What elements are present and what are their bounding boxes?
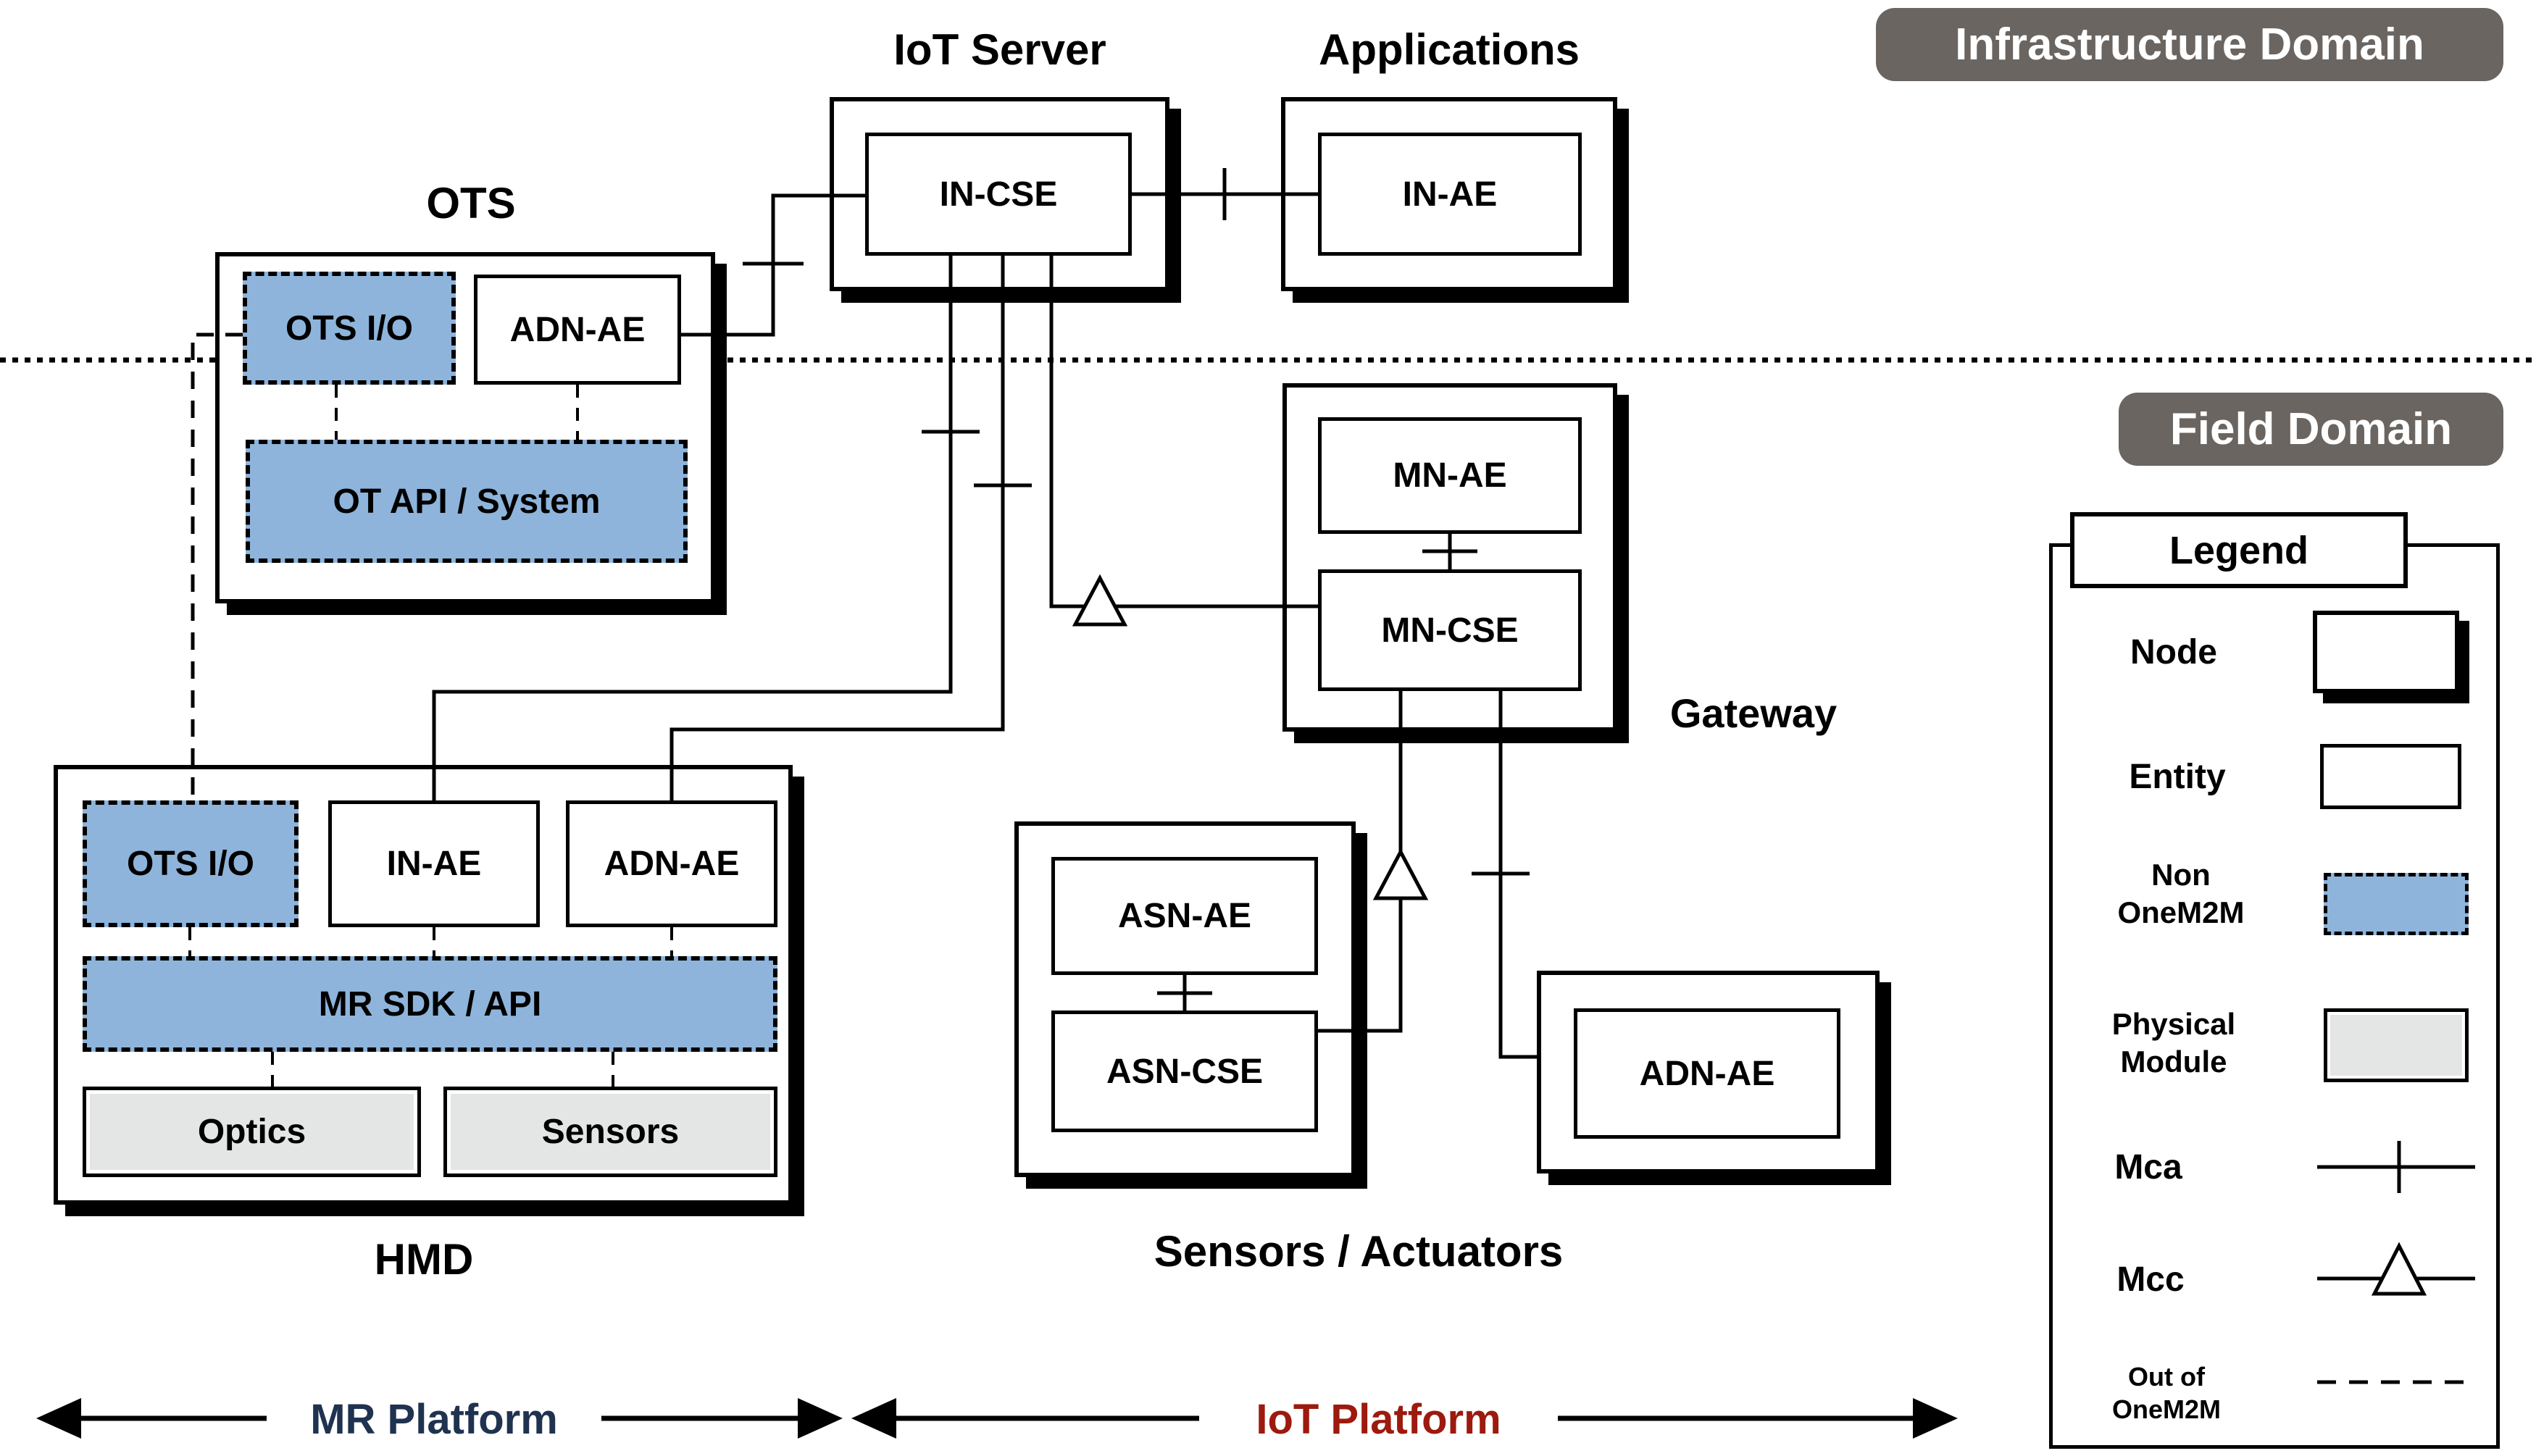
legend-non-onem2m-line1: Non xyxy=(2151,857,2211,892)
field-domain-badge: Field Domain xyxy=(2119,393,2503,466)
legend-physical-swatch xyxy=(2324,1008,2469,1082)
legend-panel xyxy=(2049,543,2500,1449)
mcc-triangle-icon xyxy=(1372,848,1429,900)
hmd-in-ae-entity: IN-AE xyxy=(328,800,540,927)
sensors-actuators-title: Sensors / Actuators xyxy=(1154,1226,1564,1276)
legend-non-onem2m-label: Non OneM2M xyxy=(2094,846,2268,942)
legend-non-onem2m-line2: OneM2M xyxy=(2117,895,2245,929)
iot-server-title: IoT Server xyxy=(893,25,1106,74)
legend-out-of-onem2m-label: Out of OneM2M xyxy=(2087,1353,2246,1433)
legend-title: Legend xyxy=(2070,512,2408,588)
ots-io-entity: OTS I/O xyxy=(243,272,456,385)
asn-cse-entity: ASN-CSE xyxy=(1051,1011,1318,1132)
hmd-ots-io-entity: OTS I/O xyxy=(83,800,299,927)
mca-link-incse-to-hmd-adnae xyxy=(670,256,1032,800)
legend-entity-swatch xyxy=(2320,744,2461,809)
legend-node-swatch xyxy=(2313,611,2459,693)
sensors-module: Sensors xyxy=(443,1087,777,1177)
optics-module: Optics xyxy=(83,1087,421,1177)
ots-title: OTS xyxy=(426,178,516,227)
legend-physical-module-label: Physical Module xyxy=(2087,995,2261,1091)
legend-mca-label: Mca xyxy=(2114,1147,2182,1187)
adn-ae-entity: ADN-AE xyxy=(1574,1008,1840,1139)
mn-cse-entity: MN-CSE xyxy=(1318,569,1582,691)
gateway-title: Gateway xyxy=(1669,690,1838,736)
mcc-link-incse-to-mncse xyxy=(1049,256,1318,627)
legend-non-onem2m-swatch xyxy=(2324,873,2469,935)
legend-entity-label: Entity xyxy=(2129,757,2226,796)
legend-mcc-label: Mcc xyxy=(2116,1260,2185,1299)
mn-ae-entity: MN-AE xyxy=(1318,417,1582,534)
legend-node-label: Node xyxy=(2130,632,2217,671)
infrastructure-domain-badge: Infrastructure Domain xyxy=(1876,8,2503,81)
hmd-adn-ae-entity: ADN-AE xyxy=(566,800,777,927)
legend-out-line1: Out of xyxy=(2128,1362,2205,1392)
mr-sdk-api-entity: MR SDK / API xyxy=(83,956,777,1052)
ot-api-system-entity: OT API / System xyxy=(246,440,688,563)
mca-link-mncse-to-adnae xyxy=(1472,691,1537,1059)
arrowhead-left-icon xyxy=(36,1398,81,1439)
ots-adn-ae-entity: ADN-AE xyxy=(474,275,681,385)
mcc-triangle-icon xyxy=(1072,574,1128,627)
iot-platform-label: IoT Platform xyxy=(1256,1395,1501,1443)
asn-ae-entity: ASN-AE xyxy=(1051,857,1318,975)
applications-title: Applications xyxy=(1318,25,1580,74)
legend-out-line2: OneM2M xyxy=(2111,1394,2221,1424)
in-ae-entity: IN-AE xyxy=(1318,133,1582,256)
legend-physical-line2: Module xyxy=(2120,1045,2227,1079)
legend-physical-line1: Physical xyxy=(2111,1006,2236,1041)
arrowhead-left-icon xyxy=(851,1398,896,1439)
in-cse-entity: IN-CSE xyxy=(865,133,1132,256)
hmd-title: HMD xyxy=(374,1234,474,1284)
arrowhead-right-icon xyxy=(1913,1398,1958,1439)
mr-platform-label: MR Platform xyxy=(310,1395,558,1443)
arrowhead-right-icon xyxy=(798,1398,843,1439)
